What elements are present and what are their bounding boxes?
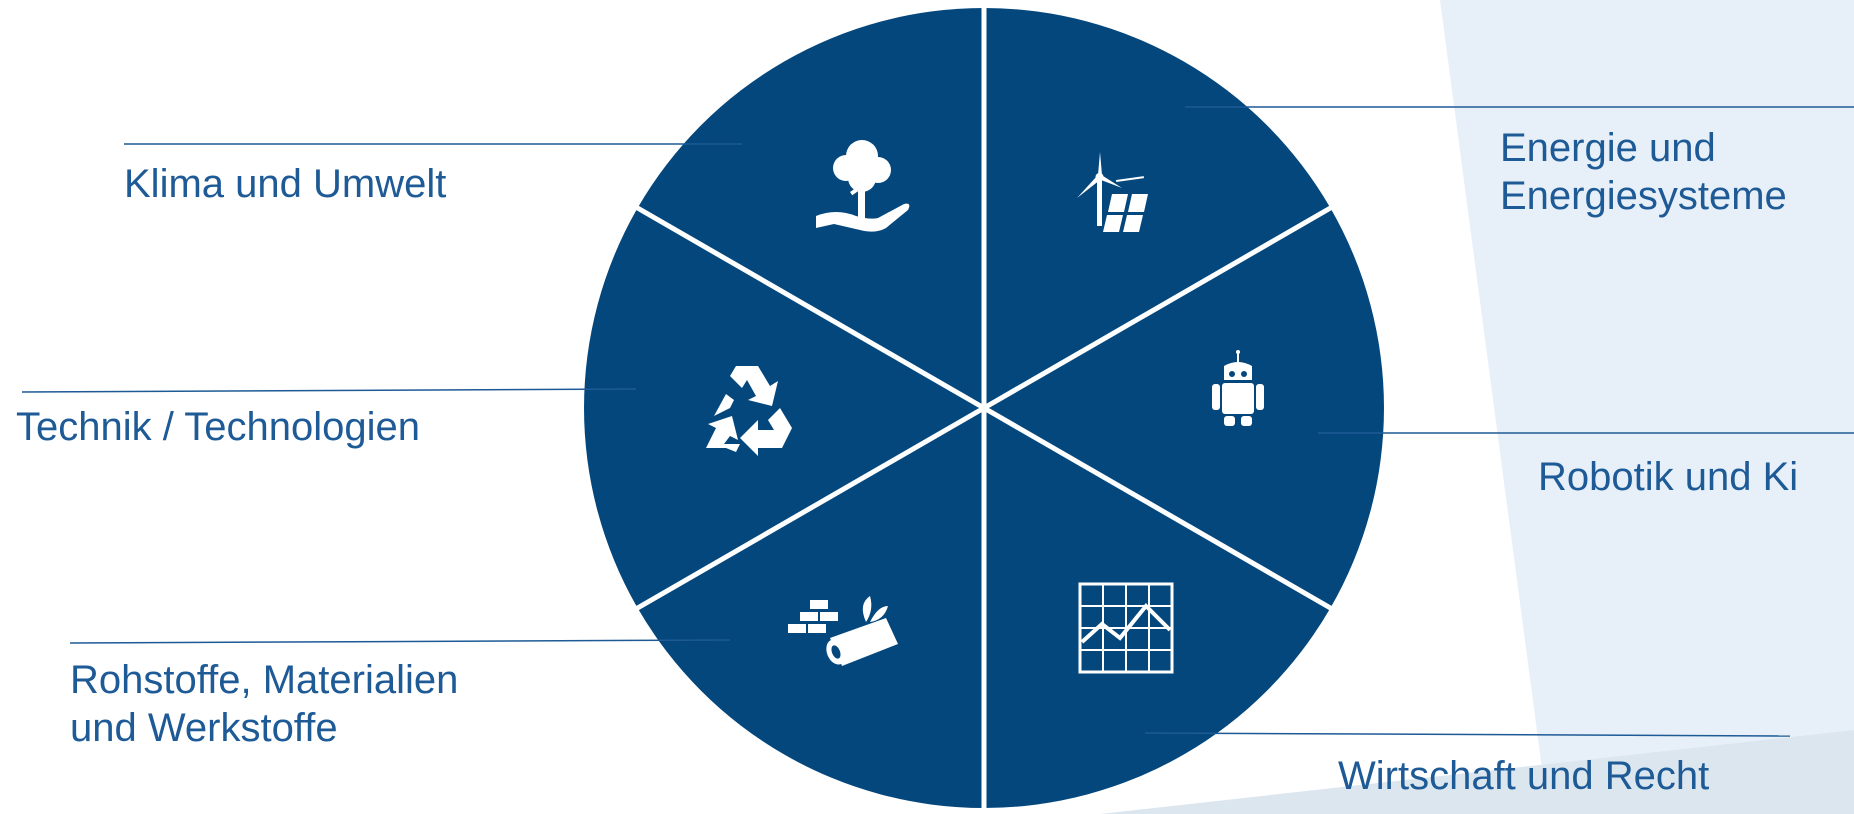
leader-line-economy <box>1144 732 1791 737</box>
label-technology: Technik / Technologien <box>16 403 420 451</box>
wheel-segment-climate <box>637 8 984 408</box>
robot-icon <box>1212 350 1264 426</box>
label-robotics: Robotik und Ki <box>1538 453 1798 501</box>
background-band-right <box>1440 0 1854 814</box>
label-robotics-line-1: Robotik und Ki <box>1538 455 1799 499</box>
recycle-icon <box>706 366 792 456</box>
wheel-divider <box>982 203 1336 411</box>
wheel-divider <box>632 203 986 411</box>
wheel-divider <box>632 405 986 613</box>
label-materials-line-1: Rohstoffe, Materialien <box>70 658 459 702</box>
background-band-bottom <box>1100 730 1854 814</box>
wheel-segment-energy <box>984 8 1331 408</box>
label-materials: Rohstoffe, Materialien und Werkstoffe <box>70 656 458 752</box>
label-economy: Wirtschaft und Recht <box>1338 752 1709 800</box>
label-economy-line-1: Wirtschaft und Recht <box>1338 754 1710 798</box>
wheel-segment-economy <box>984 408 1331 808</box>
label-technology-line-1: Technik / Technologien <box>16 405 420 449</box>
label-energy: Energie und Energiesysteme <box>1500 124 1787 220</box>
bricks-log-icon <box>788 596 898 666</box>
line-chart-icon <box>1078 582 1174 674</box>
wind-turbine-solar-panel-icon <box>1077 152 1148 232</box>
leader-lines <box>21 106 1854 737</box>
dividers-layer <box>632 4 1336 812</box>
label-climate: Klima und Umwelt <box>124 160 446 208</box>
label-energy-line-2: Energiesysteme <box>1500 174 1787 218</box>
label-climate-line-1: Klima und Umwelt <box>124 162 447 206</box>
segments-layer <box>584 8 1384 808</box>
label-materials-line-2: und Werkstoffe <box>70 706 338 750</box>
wheel-divider <box>982 405 1336 613</box>
leader-line-technology <box>21 388 637 393</box>
leader-line-materials <box>69 639 731 644</box>
wheel-segment-technology <box>584 208 984 608</box>
tree-in-hand-icon <box>816 140 910 232</box>
label-energy-line-1: Energie und <box>1500 126 1716 170</box>
wheel-segment-robotics <box>984 208 1384 608</box>
